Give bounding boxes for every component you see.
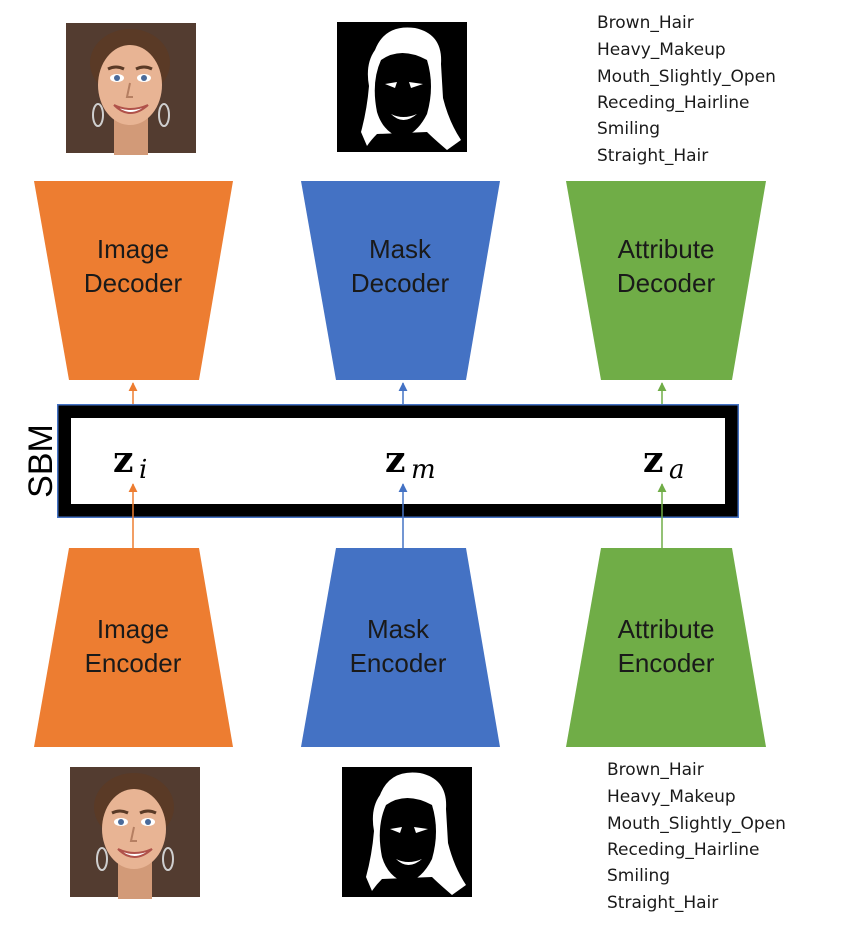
attribute-encoder: Attribute Encoder — [566, 548, 766, 747]
mask-decoder: Mask Decoder — [301, 181, 500, 380]
attribute-bottom-4: Smiling — [607, 866, 670, 886]
mask-encoder: Mask Encoder — [301, 548, 500, 747]
attribute-bottom-0: Brown_Hair — [607, 760, 704, 780]
face-mask-bottom — [342, 767, 472, 897]
svg-text:z: z — [643, 439, 663, 481]
image-encoder-line2: Encoder — [85, 648, 182, 678]
attribute-decoder-line1: Attribute — [618, 234, 715, 264]
attribute-bottom-1: Heavy_Makeup — [607, 787, 736, 807]
attribute-list-bottom: Brown_Hair Heavy_Makeup Mouth_Slightly_O… — [607, 760, 786, 913]
face-photo-top — [64, 21, 198, 157]
attribute-decoder: Attribute Decoder — [566, 181, 766, 380]
svg-text:z: z — [385, 439, 405, 481]
svg-text:m: m — [411, 455, 436, 485]
attribute-top-4: Smiling — [597, 119, 660, 139]
attribute-top-2: Mouth_Slightly_Open — [597, 67, 776, 87]
face-photo-bottom — [68, 765, 202, 901]
image-encoder-line1: Image — [97, 614, 169, 644]
face-mask-top — [337, 22, 467, 152]
latent-z-mask: z m — [385, 439, 436, 485]
image-decoder-line1: Image — [97, 234, 169, 264]
latent-z-attribute: z a — [643, 439, 685, 485]
image-decoder-line2: Decoder — [84, 268, 183, 298]
sbm-box — [57, 404, 739, 518]
attribute-bottom-2: Mouth_Slightly_Open — [607, 814, 786, 834]
mask-encoder-line1: Mask — [367, 614, 430, 644]
svg-text:i: i — [139, 455, 147, 485]
sbm-label: SBM — [22, 424, 60, 498]
image-decoder: Image Decoder — [34, 181, 233, 380]
attribute-top-1: Heavy_Makeup — [597, 40, 726, 60]
attribute-encoder-line1: Attribute — [618, 614, 715, 644]
attribute-list-top: Brown_Hair Heavy_Makeup Mouth_Slightly_O… — [597, 13, 776, 166]
mask-decoder-line2: Decoder — [351, 268, 450, 298]
mask-encoder-line2: Encoder — [350, 648, 447, 678]
svg-text:a: a — [669, 455, 685, 485]
image-encoder: Image Encoder — [34, 548, 233, 747]
attribute-top-0: Brown_Hair — [597, 13, 694, 33]
attribute-top-5: Straight_Hair — [597, 146, 708, 166]
attribute-decoder-line2: Decoder — [617, 268, 716, 298]
svg-text:z: z — [113, 439, 133, 481]
latent-z-image: z i — [113, 439, 147, 485]
attribute-bottom-3: Receding_Hairline — [607, 840, 760, 860]
mask-decoder-line1: Mask — [369, 234, 432, 264]
attribute-bottom-5: Straight_Hair — [607, 893, 718, 913]
attribute-encoder-line2: Encoder — [618, 648, 715, 678]
attribute-top-3: Receding_Hairline — [597, 93, 750, 113]
